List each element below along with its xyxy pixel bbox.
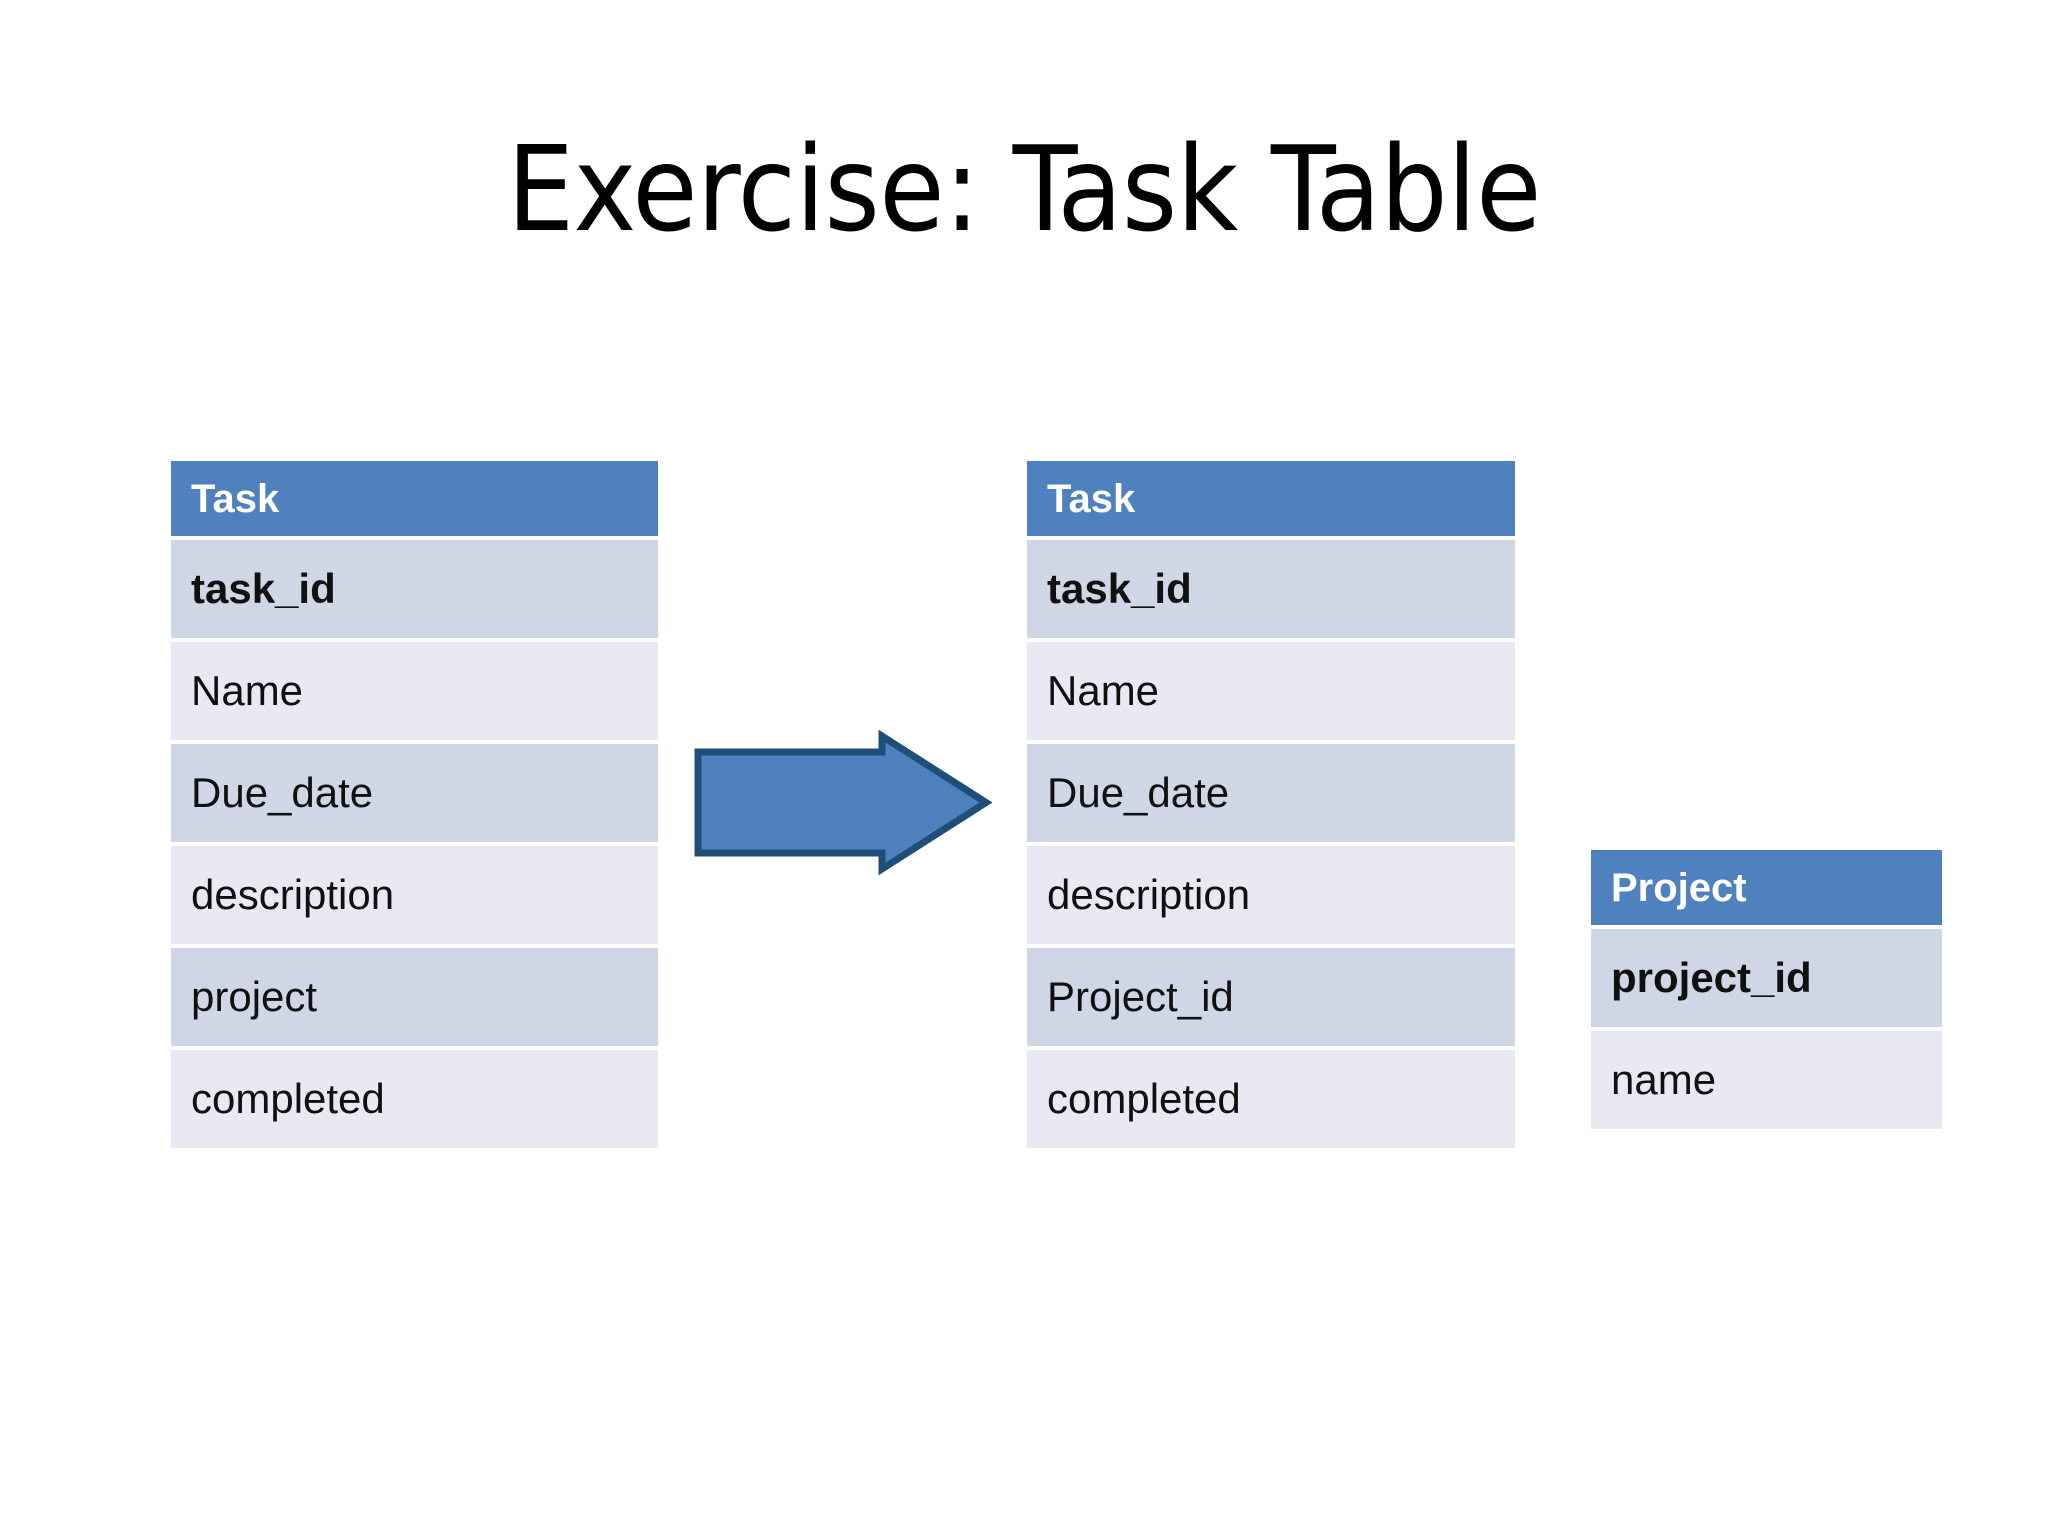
right-arrow-icon <box>692 730 992 875</box>
entity-table-task-after: Task task_id Name Due_date description P… <box>1027 461 1515 1148</box>
entity-field-row: project <box>171 948 658 1046</box>
entity-field-row: Name <box>171 642 658 740</box>
entity-table-header-task-before: Task <box>171 461 658 536</box>
entity-field-row: description <box>171 846 658 944</box>
entity-field-row: Due_date <box>1027 744 1515 842</box>
entity-field-row: Due_date <box>171 744 658 842</box>
entity-table-header-task-after: Task <box>1027 461 1515 536</box>
entity-field-row: task_id <box>171 540 658 638</box>
entity-field-row: project_id <box>1591 929 1942 1027</box>
entity-field-row: task_id <box>1027 540 1515 638</box>
entity-field-row: Name <box>1027 642 1515 740</box>
entity-field-row: completed <box>1027 1050 1515 1148</box>
entity-table-header-project: Project <box>1591 850 1942 925</box>
entity-field-row: completed <box>171 1050 658 1148</box>
entity-table-project: Project project_id name <box>1591 850 1942 1129</box>
entity-field-row: Project_id <box>1027 948 1515 1046</box>
page-title: Exercise: Task Table <box>506 120 1542 258</box>
entity-field-row: description <box>1027 846 1515 944</box>
entity-field-row: name <box>1591 1031 1942 1129</box>
entity-table-task-before: Task task_id Name Due_date description p… <box>171 461 658 1148</box>
